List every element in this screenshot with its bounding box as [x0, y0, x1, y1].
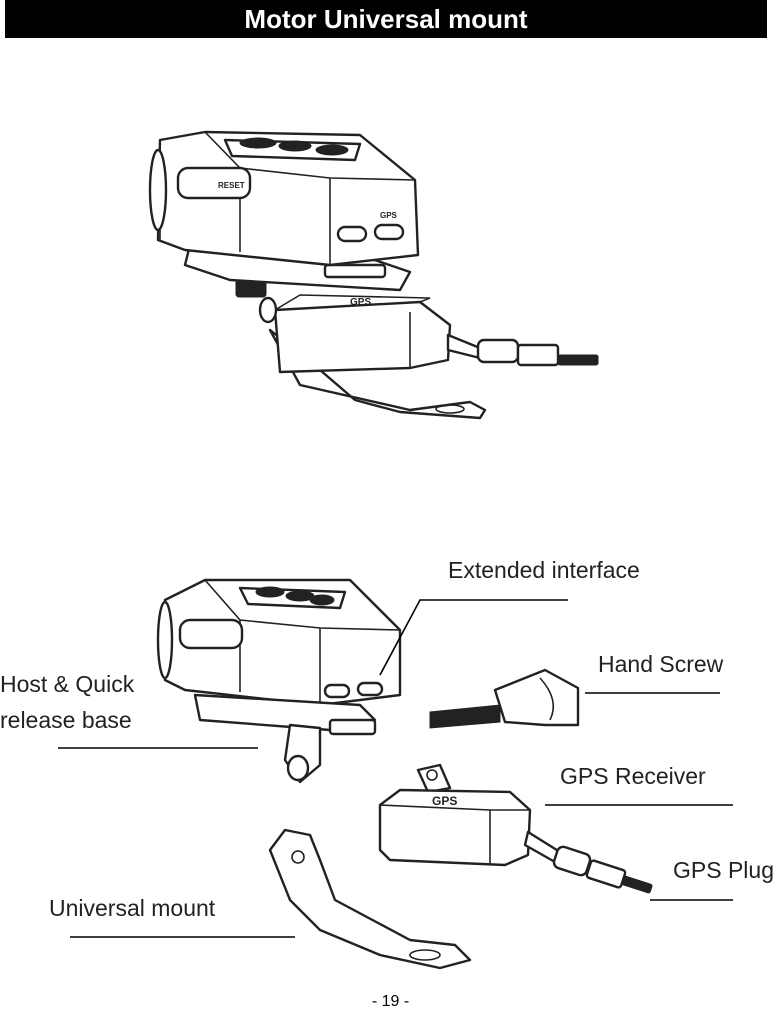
page-number: - 19 -	[371, 993, 410, 1010]
label-host-line2: release base	[0, 707, 132, 733]
label-gps-receiver: GPS Receiver	[560, 763, 706, 789]
assembled-mount-illustration: GPS RESET GPS	[148, 130, 599, 420]
svg-text:GPS: GPS	[350, 297, 371, 308]
label-host-line1: Host & Quick	[0, 671, 135, 697]
page-title: Motor Universal mount	[5, 0, 767, 38]
leader-extended-interface	[379, 599, 568, 676]
label-hand-screw: Hand Screw	[598, 651, 724, 677]
gps-port-label: GPS	[380, 211, 398, 220]
exploded-parts-illustration: GPS	[58, 578, 733, 970]
svg-text:GPS: GPS	[432, 794, 457, 808]
label-universal-mount: Universal mount	[49, 895, 216, 921]
label-extended-interface: Extended interface	[448, 557, 640, 583]
label-gps-plug: GPS Plug	[673, 857, 774, 883]
reset-label: RESET	[218, 181, 245, 190]
